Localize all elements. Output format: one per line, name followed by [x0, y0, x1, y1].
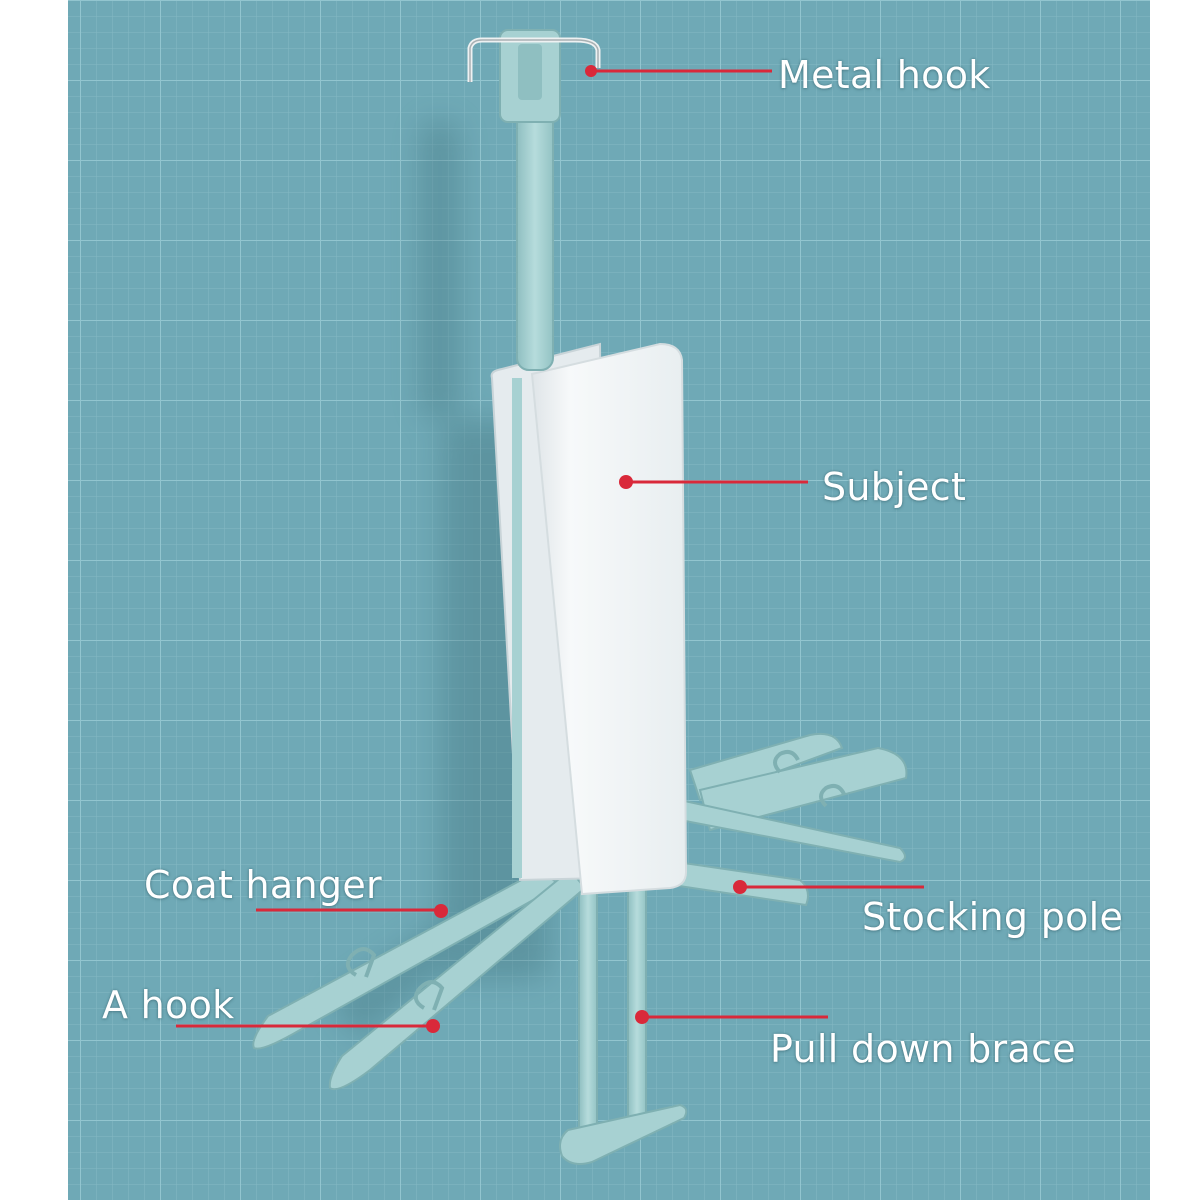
- label-metal-hook: Metal hook: [778, 53, 991, 97]
- pull-down-brace: [559, 879, 688, 1165]
- metal-hook: [467, 37, 601, 82]
- leader-dot-a-hook: [426, 1019, 440, 1033]
- leader-dot-subject: [619, 475, 633, 489]
- subject-body: [490, 342, 688, 896]
- leader-dot-stocking-pole: [733, 880, 747, 894]
- label-a-hook: A hook: [102, 983, 235, 1027]
- leader-dot-coat-hanger: [434, 904, 448, 918]
- label-stocking-pole: Stocking pole: [862, 895, 1124, 939]
- leader-dot-pull-down-brace: [635, 1010, 649, 1024]
- leader-lines: [176, 65, 924, 1033]
- top-pole: [499, 29, 561, 371]
- label-coat-hanger: Coat hanger: [144, 863, 382, 907]
- label-subject: Subject: [822, 465, 967, 509]
- label-pull-down-brace: Pull down brace: [770, 1027, 1076, 1071]
- leader-dot-metal-hook: [585, 65, 597, 77]
